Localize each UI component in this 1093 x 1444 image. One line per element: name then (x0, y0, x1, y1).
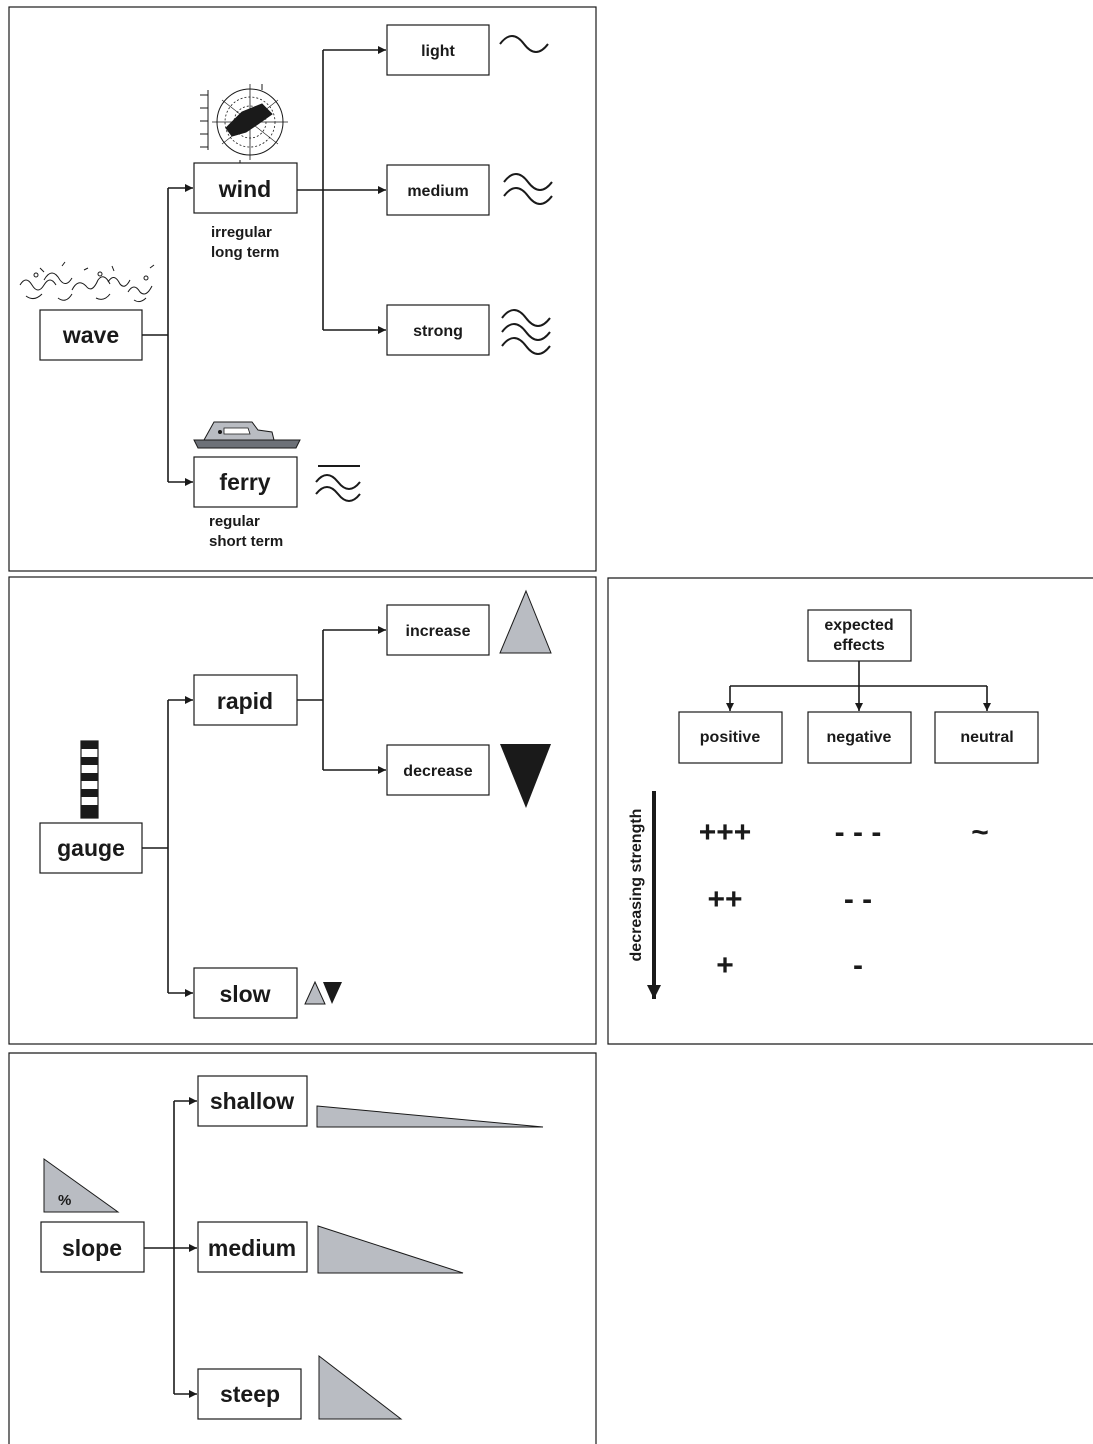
shallow-slope-icon (317, 1106, 543, 1127)
negative-label: negative (827, 729, 892, 746)
positive-label: positive (700, 729, 761, 746)
wind-label: wind (218, 176, 271, 202)
wave-label: wave (62, 322, 119, 348)
slope-percent-label: % (58, 1192, 71, 1209)
expected-effects-title-line1: expected (824, 617, 893, 634)
decrease-triangle-icon (500, 744, 551, 808)
steep-label: steep (220, 1381, 280, 1407)
neutral-label: neutral (960, 729, 1013, 746)
neutral-symbol: ~ (971, 816, 989, 849)
positive-strong-symbol: +++ (699, 816, 752, 849)
ferry-boat-icon (194, 422, 300, 448)
medium-slope-icon (318, 1226, 463, 1273)
slow-up-triangle-icon (305, 982, 325, 1004)
slope-label: slope (62, 1235, 122, 1261)
slow-label: slow (219, 981, 270, 1007)
strong-label: strong (413, 323, 463, 340)
medium-wind-label: medium (407, 183, 468, 200)
wind-note-irregular: irregular (211, 224, 272, 241)
medium-wave-icon (504, 174, 552, 204)
slope-panel: % slope shallow medium steep (9, 1053, 596, 1444)
steep-slope-icon (319, 1356, 401, 1419)
decrease-label: decrease (403, 763, 472, 780)
strong-wave-icon (502, 310, 550, 354)
wind-note-long-term: long term (211, 244, 279, 261)
increase-triangle-icon (500, 591, 551, 653)
gauge-pole-icon (81, 741, 98, 818)
gauge-label: gauge (57, 835, 125, 861)
gauge-panel: gauge rapid increase decrease slow (9, 577, 596, 1044)
ferry-label: ferry (219, 469, 270, 495)
negative-weak-symbol: - (853, 949, 863, 982)
slope-percent-icon (44, 1159, 118, 1212)
light-label: light (421, 43, 455, 60)
ferry-note-regular: regular (209, 513, 260, 530)
negative-medium-symbol: - - (844, 883, 872, 916)
wave-panel: wave wind irregular long term light medi… (9, 7, 596, 571)
effects-panel: expected effects positive negative neutr… (608, 578, 1093, 1044)
wind-rose-icon (200, 84, 288, 166)
ferry-note-short-term: short term (209, 533, 283, 550)
rapid-label: rapid (217, 688, 273, 714)
decreasing-strength-label: decreasing strength (628, 809, 645, 962)
wave-splash-icon (20, 262, 154, 302)
slow-down-triangle-icon (323, 982, 342, 1004)
shallow-label: shallow (210, 1088, 294, 1114)
positive-weak-symbol: + (716, 949, 734, 982)
increase-label: increase (406, 623, 471, 640)
positive-medium-symbol: ++ (707, 883, 742, 916)
medium-slope-label: medium (208, 1235, 296, 1261)
ferry-wave-icon (316, 466, 360, 501)
light-wave-icon (500, 36, 548, 52)
expected-effects-title-line2: effects (833, 637, 885, 654)
negative-strong-symbol: - - - (835, 816, 882, 849)
